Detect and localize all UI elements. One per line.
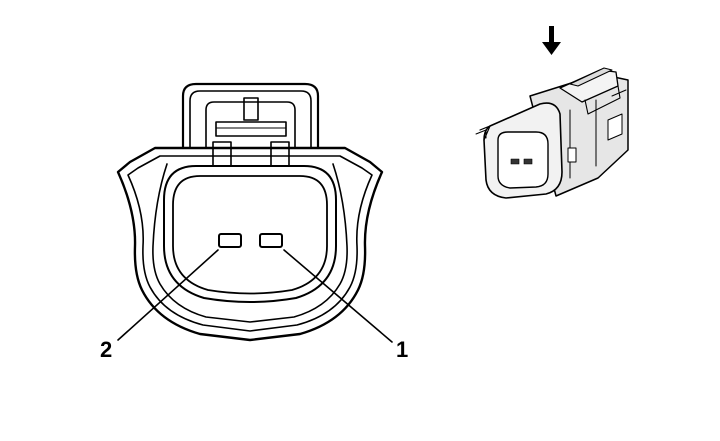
- housing-outer-flange: [116, 146, 384, 342]
- terminal-1: [259, 233, 283, 248]
- terminal-2: [218, 233, 242, 248]
- connector-face-view: [116, 82, 393, 343]
- connector-isometric-view: [475, 67, 629, 199]
- pin-label-2: 2: [100, 337, 112, 362]
- mating-cavity: [172, 175, 328, 295]
- arrow-down-icon: [542, 26, 561, 55]
- pin-label-1: 1: [396, 337, 408, 362]
- leader-line-1: [283, 249, 393, 343]
- latch-tab: [181, 82, 320, 167]
- housing-inner-flange: [127, 155, 373, 332]
- mating-cavity-outer: [163, 165, 337, 303]
- leader-line-2: [117, 249, 219, 341]
